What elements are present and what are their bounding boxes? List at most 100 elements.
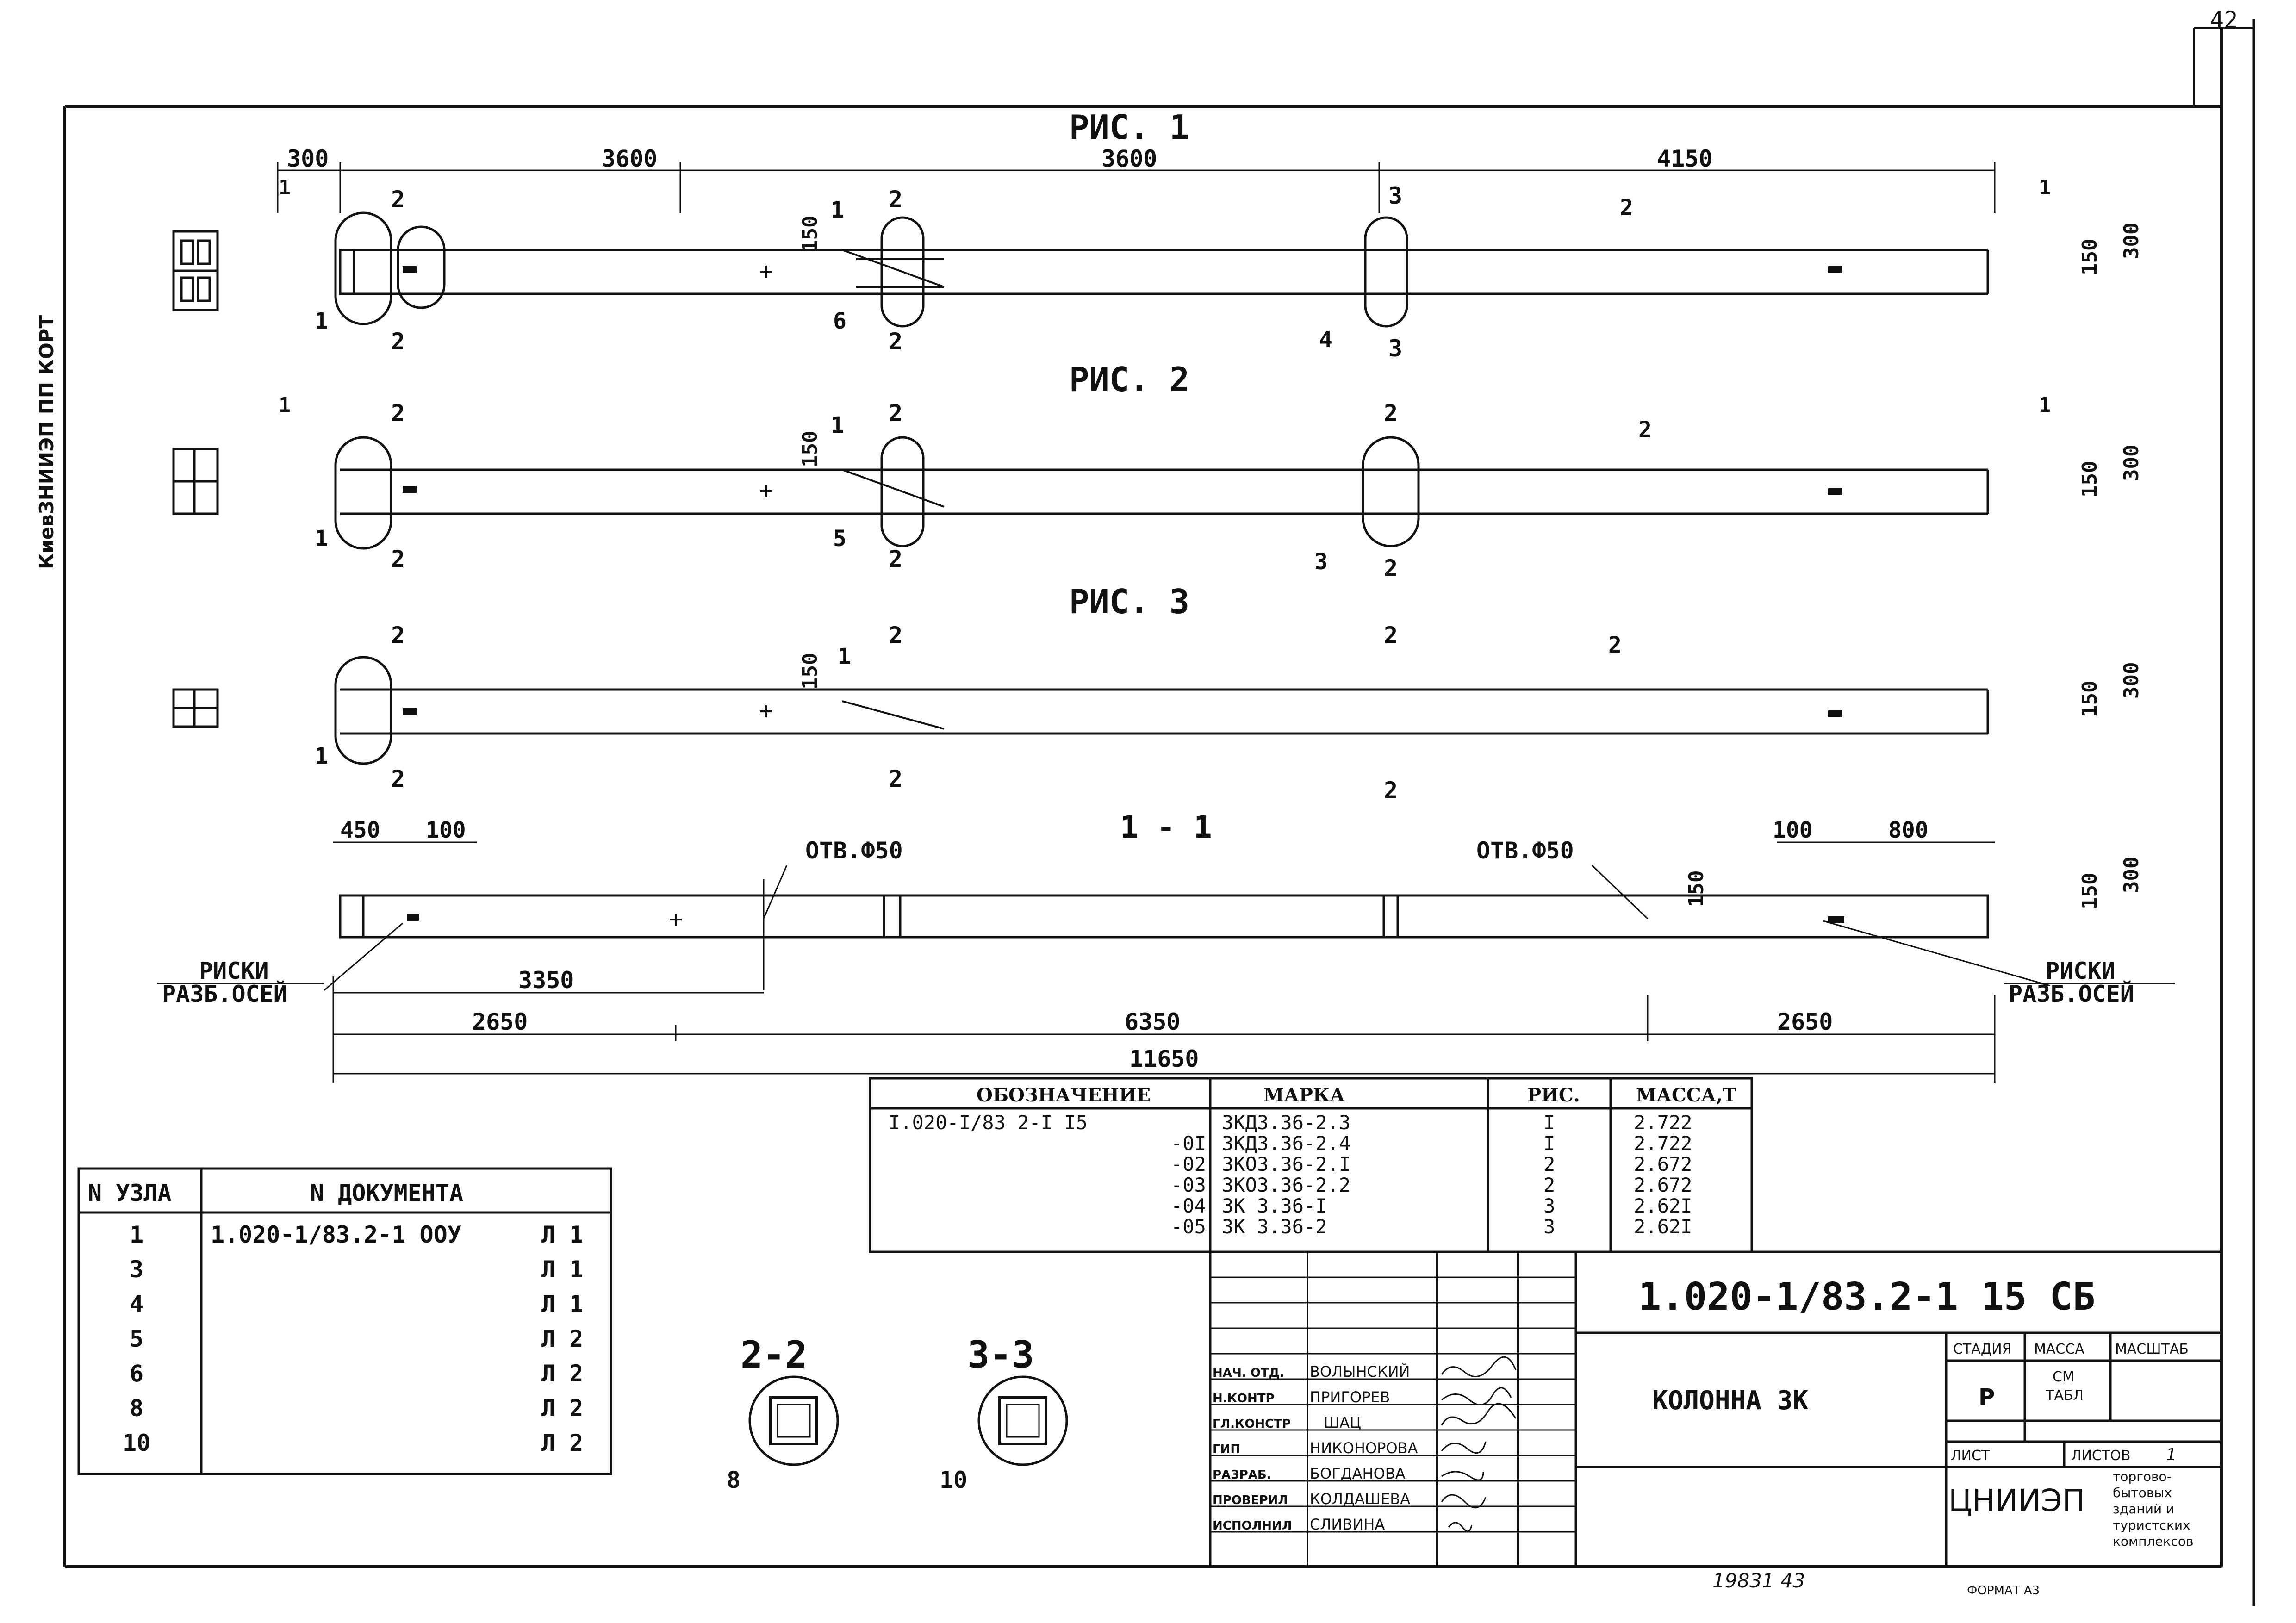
svg-text:БОГДАНОВА: БОГДАНОВА	[1310, 1465, 1406, 1482]
svg-text:2: 2	[889, 546, 902, 572]
section-1-1: 1 - 1 450 100 100 800 ОТВ.Ф50 ОТВ.Ф50 15…	[157, 809, 2175, 1083]
svg-text:бытовых: бытовых	[2113, 1485, 2172, 1500]
svg-text:I.020-I/83 2-I I5: I.020-I/83 2-I I5	[889, 1111, 1088, 1134]
svg-text:ГЛ.КОНСТР: ГЛ.КОНСТР	[1213, 1417, 1291, 1431]
svg-text:ПРОВЕРИЛ: ПРОВЕРИЛ	[1213, 1493, 1288, 1507]
svg-text:2: 2	[889, 328, 902, 355]
svg-text:2: 2	[1384, 622, 1398, 649]
fig1-callouts: 1 1 6 4 2	[315, 195, 1633, 353]
fig2-section-marks: 1 2 2 2 1 2 2 2	[279, 393, 2051, 582]
dim-6350: 6350	[1125, 1008, 1180, 1035]
svg-text:ГИП: ГИП	[1213, 1443, 1240, 1456]
fig3-section-marks: 2 2 2 2 2 2	[391, 622, 1398, 804]
fig1-dim-3600-a: 3600	[602, 145, 657, 172]
svg-text:2: 2	[1543, 1153, 1555, 1175]
svg-text:2: 2	[1384, 400, 1398, 427]
svg-text:Л 2: Л 2	[541, 1325, 583, 1352]
spec-table: ОБОЗНАЧЕНИЕ МАРКА РИС. МАССА,Т I.020-I/8…	[869, 1077, 1753, 1253]
fig1-dim-4150: 4150	[1657, 145, 1712, 172]
section-2-2-title: 2-2	[740, 1333, 808, 1376]
spec-header-fig: РИС.	[1527, 1084, 1580, 1106]
section-plus-sign: +	[669, 906, 683, 933]
svg-text:ВОЛЫНСКИЙ: ВОЛЫНСКИЙ	[1310, 1363, 1410, 1380]
svg-text:2: 2	[391, 400, 405, 427]
section-height-300: 300	[2120, 857, 2143, 893]
dim-2650-right: 2650	[1777, 1008, 1833, 1035]
dim-2650-left: 2650	[472, 1008, 528, 1035]
svg-text:2.62I: 2.62I	[1634, 1215, 1692, 1238]
svg-text:3: 3	[1388, 182, 1402, 209]
svg-text:1: 1	[831, 412, 844, 438]
svg-text:2: 2	[889, 186, 902, 213]
nodes-header-node: N УЗЛА	[88, 1180, 172, 1206]
fig3-column-beam	[334, 656, 1989, 765]
svg-text:1.020-1/83.2-1 ООУ: 1.020-1/83.2-1 ООУ	[211, 1221, 461, 1248]
svg-text:2: 2	[391, 765, 405, 792]
svg-text:комплексов: комплексов	[2113, 1534, 2194, 1549]
svg-text:КОЛДАШЕВА: КОЛДАШЕВА	[1310, 1490, 1410, 1508]
svg-text:СЛИВИНА: СЛИВИНА	[1310, 1516, 1385, 1533]
svg-text:Л 2: Л 2	[541, 1360, 583, 1387]
figure-1: РИС. 1 300 3600 3600 4150	[172, 108, 2143, 362]
svg-text:НАЧ. ОТД.: НАЧ. ОТД.	[1213, 1366, 1284, 1380]
fig1-section-marks: 1 2 2 3 1 2 2 3	[279, 176, 2051, 362]
section-height-150: 150	[2078, 873, 2102, 909]
fig2-height-300: 300	[2120, 445, 2143, 481]
fig1-dim-300: 300	[287, 145, 329, 172]
hole-right-label: ОТВ.Ф50	[1476, 837, 1574, 864]
fig1-column-beam	[334, 211, 1989, 328]
figure-2: РИС. 2 + 1 2 2 2 1 2 2 2 1	[172, 360, 2143, 582]
scale-header: МАСШТАБ	[2115, 1341, 2189, 1357]
svg-text:4: 4	[130, 1291, 143, 1318]
svg-text:Л 1: Л 1	[541, 1256, 583, 1283]
section-mark-left	[407, 914, 419, 921]
svg-text:6: 6	[130, 1360, 143, 1387]
svg-text:I: I	[1543, 1111, 1555, 1134]
svg-text:2.722: 2.722	[1634, 1132, 1692, 1155]
svg-text:3: 3	[1314, 549, 1328, 575]
svg-text:ЗК 3.36-2: ЗК 3.36-2	[1222, 1215, 1327, 1238]
svg-text:8: 8	[130, 1395, 143, 1422]
svg-text:2: 2	[889, 400, 902, 427]
fig1-plus-sign: +	[759, 258, 773, 285]
svg-text:-04: -04	[1171, 1194, 1206, 1217]
svg-text:Л 1: Л 1	[541, 1291, 583, 1318]
fig3-mark	[403, 708, 417, 715]
mass-value-2: ТАБЛ	[2045, 1387, 2084, 1404]
svg-text:1: 1	[2039, 176, 2051, 199]
svg-text:2: 2	[889, 765, 902, 792]
spec-table-rows: I.020-I/83 2-I I5 ЗКДЗ.36-2.3 I 2.722 -0…	[889, 1111, 1692, 1238]
svg-text:2.672: 2.672	[1634, 1174, 1692, 1196]
svg-text:ЗКДЗ.36-2.4: ЗКДЗ.36-2.4	[1222, 1132, 1350, 1155]
section-1-1-title: 1 - 1	[1120, 809, 1212, 845]
svg-text:3: 3	[1543, 1215, 1555, 1238]
title-block: 1.020-1/83.2-1 15 СБ КОЛОННА ЗК СТАДИЯ М…	[1209, 1250, 2223, 1568]
fig1-end-view-icon	[172, 230, 219, 311]
dim-150-section: 150	[1685, 871, 1708, 907]
spec-header-mass: МАССА,Т	[1636, 1084, 1736, 1106]
svg-text:ИСПОЛНИЛ: ИСПОЛНИЛ	[1213, 1519, 1292, 1533]
svg-text:6: 6	[833, 308, 846, 334]
sheet-label: ЛИСТ	[1951, 1448, 1990, 1464]
svg-text:2.62I: 2.62I	[1634, 1194, 1692, 1217]
fig2-cut-150: 150	[798, 431, 822, 467]
svg-text:1: 1	[279, 176, 291, 199]
svg-text:1: 1	[315, 308, 328, 334]
nodes-header-doc: N ДОКУМЕНТА	[310, 1180, 463, 1206]
dim-800: 800	[1888, 817, 1929, 843]
fig2-column-beam	[334, 436, 1989, 550]
svg-text:-02: -02	[1171, 1153, 1206, 1175]
svg-text:2: 2	[391, 622, 405, 649]
svg-text:2: 2	[391, 546, 405, 572]
section-mark-right	[1828, 916, 1844, 923]
svg-text:1: 1	[315, 743, 328, 769]
svg-text:2: 2	[391, 186, 405, 213]
section-bottom-dims	[157, 976, 2175, 1083]
svg-text:3: 3	[1388, 335, 1402, 362]
spec-header-designation: ОБОЗНАЧЕНИЕ	[977, 1084, 1151, 1106]
svg-text:Л 2: Л 2	[541, 1395, 583, 1422]
dim-100-right: 100	[1773, 817, 1813, 843]
figure-3-title: РИС. 3	[1069, 582, 1189, 621]
svg-text:2: 2	[1384, 555, 1398, 582]
